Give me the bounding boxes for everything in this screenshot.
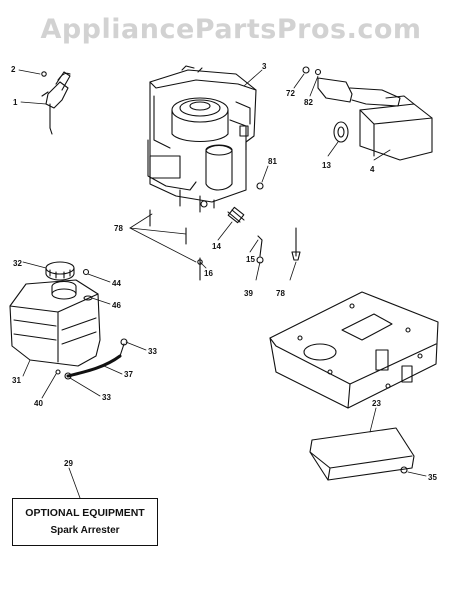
leader-lines <box>18 69 427 499</box>
callout: 1 <box>13 98 18 107</box>
callout: 16 <box>204 269 213 278</box>
mounting-plate <box>269 291 439 409</box>
callout: 82 <box>304 98 313 107</box>
throttle-control <box>41 71 71 135</box>
watermark: AppliancePartsPros.com <box>40 14 422 45</box>
fuel-cap <box>45 261 75 281</box>
callout: 35 <box>428 473 437 482</box>
callout: 72 <box>286 89 295 98</box>
callout: 33 <box>148 347 157 356</box>
callout: 31 <box>12 376 21 385</box>
fuel-tank <box>9 279 101 367</box>
callout: 2 <box>11 65 16 74</box>
heat-shield <box>309 427 415 481</box>
callout: 13 <box>322 161 331 170</box>
callout: 37 <box>124 370 133 379</box>
callout-labels: 2 1 3 72 82 13 4 81 78 14 15 16 39 78 32… <box>11 62 437 482</box>
callout: 23 <box>372 399 381 408</box>
callout: 44 <box>112 279 121 288</box>
callout: 81 <box>268 157 277 166</box>
callout: 46 <box>112 301 121 310</box>
callout: 3 <box>262 62 267 71</box>
callout: 33 <box>102 393 111 402</box>
optional-equipment-box: OPTIONAL EQUIPMENT Spark Arrester <box>12 498 158 546</box>
muffler <box>302 66 433 161</box>
optional-equipment-subtitle: Spark Arrester <box>50 525 120 536</box>
callout: 15 <box>246 255 255 264</box>
engine <box>147 65 257 213</box>
callout: 4 <box>370 165 375 174</box>
callout: 78 <box>276 289 285 298</box>
callout: 39 <box>244 289 253 298</box>
callout: 29 <box>64 459 73 468</box>
callout: 32 <box>13 259 22 268</box>
optional-equipment-title: OPTIONAL EQUIPMENT <box>25 507 145 519</box>
callout: 40 <box>34 399 43 408</box>
callout: 78 <box>114 224 123 233</box>
callout: 14 <box>212 242 221 251</box>
